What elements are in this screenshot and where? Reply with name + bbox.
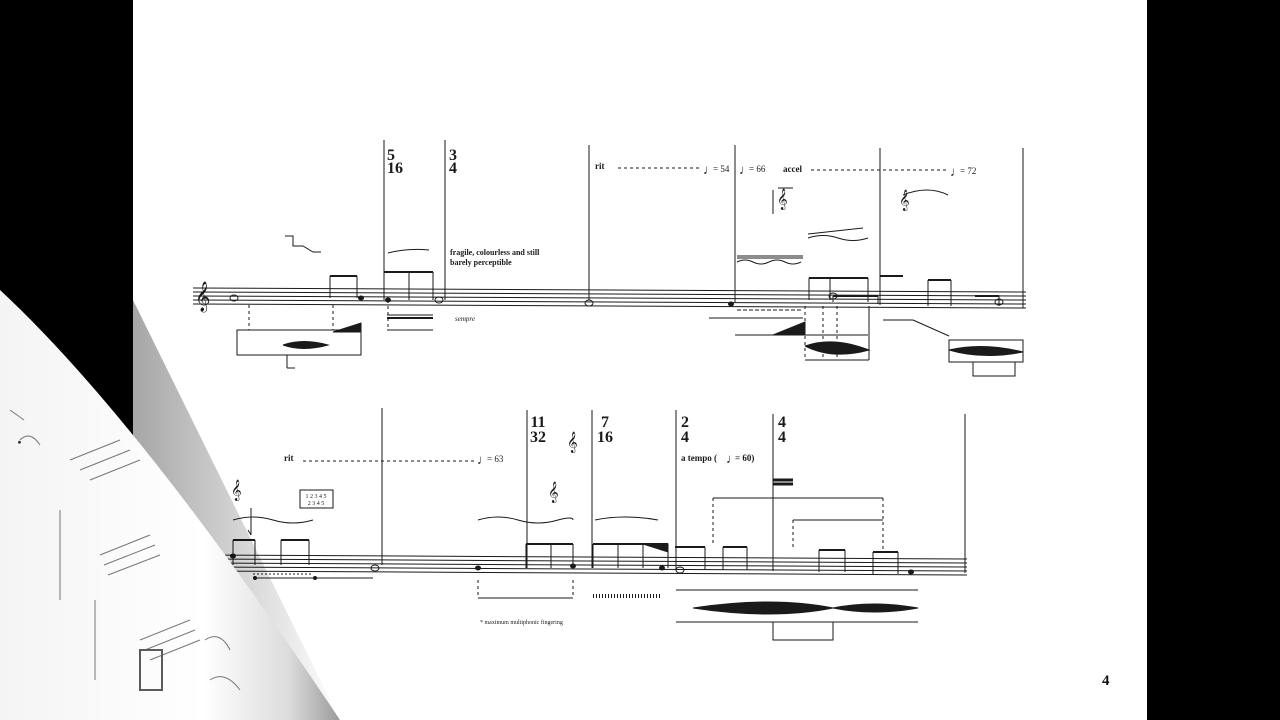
time-sig-6-top: 4 bbox=[778, 414, 786, 431]
time-sig-3-top: 11 bbox=[530, 414, 545, 431]
page-number: 4 bbox=[1102, 673, 1110, 689]
time-sig-4-bottom: 16 bbox=[597, 429, 613, 446]
time-sig-2-top: 3 bbox=[449, 147, 457, 164]
time-sig-5-top: 2 bbox=[681, 414, 689, 431]
footnote: * maximum multiphonic fingering bbox=[480, 619, 563, 626]
small-clef-5: 𝄞 bbox=[567, 432, 578, 453]
svg-text:.: . bbox=[14, 440, 34, 445]
fingering-line-2: 2 3 4 5 bbox=[308, 501, 325, 507]
time-sig-3-bottom: 32 bbox=[530, 429, 546, 446]
small-clef-2: 𝄞 bbox=[899, 190, 910, 211]
small-clef-4: 𝄞 bbox=[548, 482, 559, 503]
accel-marking: accel bbox=[783, 164, 802, 174]
curl-mirrored-digits: . bbox=[14, 440, 34, 445]
staff-system-2 bbox=[202, 408, 968, 641]
score-page: 𝄞 5 16 3 4 fragile, colourless and still… bbox=[133, 0, 1147, 720]
quarter-note-icon: ♩ bbox=[739, 162, 752, 177]
a-tempo-marking: a tempo ( bbox=[681, 453, 717, 463]
time-sig-1-top: 5 bbox=[387, 147, 395, 164]
quarter-note-icon: ♩ bbox=[703, 162, 716, 177]
time-sig-4-top: 7 bbox=[601, 414, 609, 431]
tempo-72: = 72 bbox=[960, 166, 976, 176]
fingering-line-1: 1 2 3 4 5 bbox=[306, 494, 327, 500]
staff-lines-2 bbox=[202, 554, 968, 576]
music-score: 𝄞 5 16 3 4 fragile, colourless and still… bbox=[192, 140, 1027, 641]
tempo-63: = 63 bbox=[487, 454, 504, 464]
quarter-note-icon: ♩ bbox=[950, 164, 963, 179]
small-clef-3: 𝄞 bbox=[231, 480, 242, 501]
small-clef-1: 𝄞 bbox=[777, 189, 788, 210]
rit-marking-2: rit bbox=[284, 453, 294, 463]
treble-clef-1: 𝄞 bbox=[195, 281, 210, 313]
staff-system-1 bbox=[192, 140, 1027, 377]
time-sig-6-bottom: 4 bbox=[778, 429, 786, 446]
quarter-note-icon: ♩ bbox=[726, 451, 739, 466]
barlines-2 bbox=[381, 408, 966, 573]
time-sig-2-bottom: 4 bbox=[449, 160, 457, 177]
expression-line-1: fragile, colourless and still bbox=[450, 248, 540, 257]
quarter-note-icon: ♩ bbox=[477, 452, 490, 467]
time-sig-5-bottom: 4 bbox=[681, 429, 689, 446]
expression-line-2: barely perceptible bbox=[450, 258, 512, 267]
tempo-66: = 66 bbox=[749, 164, 766, 174]
rit-marking-1: rit bbox=[595, 161, 605, 171]
time-sig-1-bottom: 16 bbox=[387, 160, 403, 177]
sempre-marking: sempre bbox=[455, 315, 475, 323]
a-tempo-value: = 60) bbox=[735, 453, 754, 463]
note-groups-1 bbox=[236, 187, 1024, 377]
staff-lines-1 bbox=[192, 287, 1027, 309]
notes-2 bbox=[230, 553, 914, 580]
system-2-text: rit ♩ = 63 1 2 3 4 5 2 3 4 5 11 32 7 16 … bbox=[231, 414, 786, 626]
tempo-54: = 54 bbox=[713, 164, 730, 174]
